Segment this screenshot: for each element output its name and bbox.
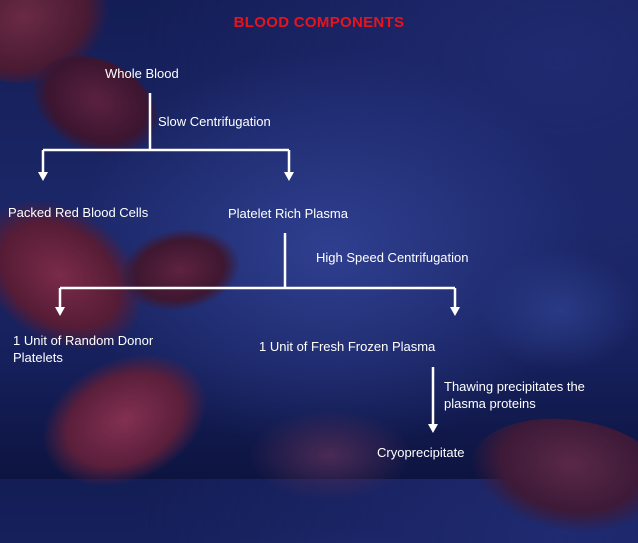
arrowhead bbox=[450, 307, 460, 316]
step-thawing: Thawing precipitates the plasma proteins bbox=[444, 379, 585, 411]
node-whole-blood: Whole Blood bbox=[105, 66, 179, 81]
arrowhead bbox=[38, 172, 48, 181]
flow-connectors bbox=[0, 0, 638, 479]
node-platelet-rich-plasma: Platelet Rich Plasma bbox=[228, 206, 348, 221]
step-slow-centrifugation: Slow Centrifugation bbox=[158, 114, 271, 129]
node-random-donor-platelets: 1 Unit of Random Donor Platelets bbox=[13, 333, 154, 365]
step-high-speed-centrifugation: High Speed Centrifugation bbox=[316, 250, 469, 265]
page-title: BLOOD COMPONENTS bbox=[233, 14, 405, 31]
node-cryoprecipitate: Cryoprecipitate bbox=[377, 445, 465, 460]
arrowhead bbox=[428, 424, 438, 433]
node-packed-rbc: Packed Red Blood Cells bbox=[8, 205, 149, 220]
arrowhead bbox=[55, 307, 65, 316]
node-fresh-frozen-plasma: 1 Unit of Fresh Frozen Plasma bbox=[259, 339, 436, 354]
arrowhead bbox=[284, 172, 294, 181]
